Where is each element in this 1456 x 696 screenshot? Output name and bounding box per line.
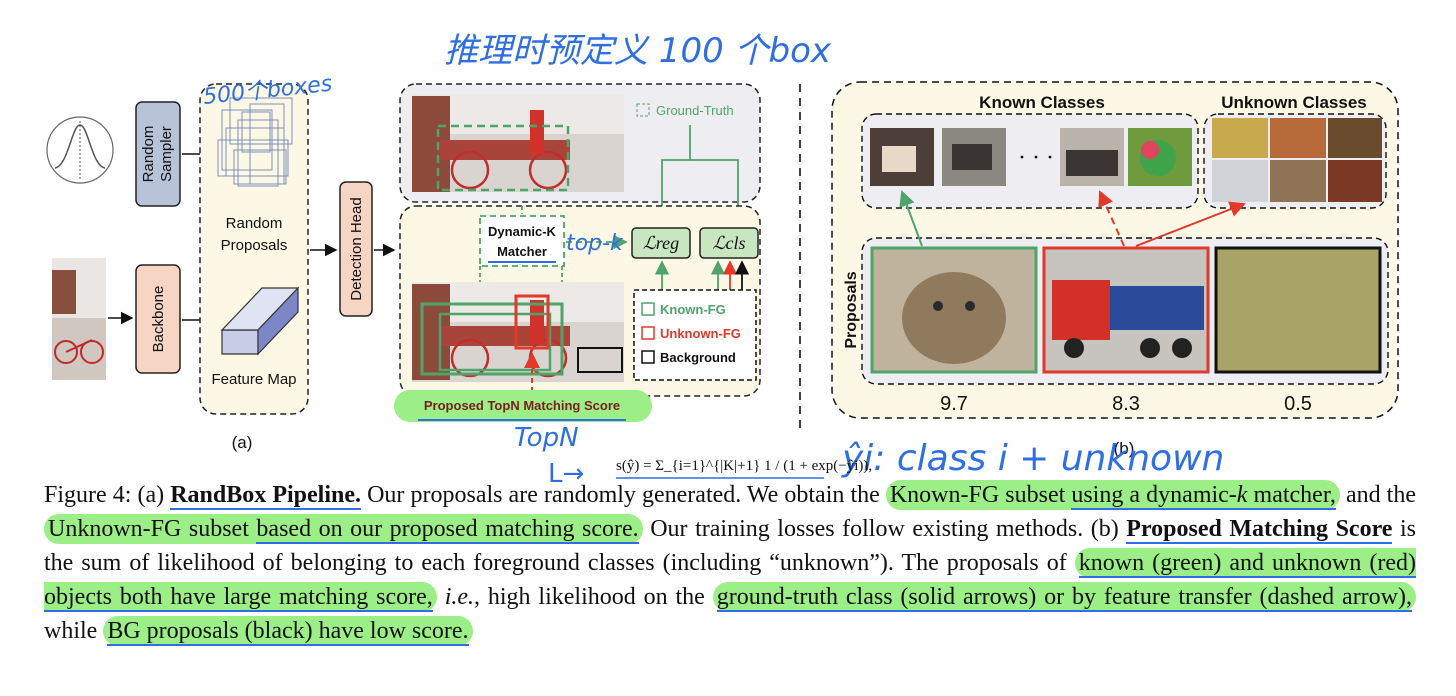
- loss-reg-box: [631, 227, 691, 259]
- feature-map-cuboid: [220, 286, 300, 356]
- topn-score-label: Proposed TopN Matching Score: [424, 398, 620, 413]
- gaussian-icon: [46, 116, 114, 184]
- topn-highlight: [394, 390, 652, 422]
- gt-legend-swatch: [636, 103, 650, 117]
- panel-a: Random Sampler Backbone Random Proposal: [46, 83, 761, 452]
- caption-randbox-pipeline: RandBox Pipeline.: [170, 482, 361, 510]
- gt-box: [436, 124, 570, 192]
- background-box: [577, 347, 623, 373]
- score-cat: 9.7: [940, 393, 968, 415]
- caption-text-1: Our proposals are randomly generated. We…: [361, 482, 886, 508]
- ground-truth-label: Ground-Truth: [656, 103, 734, 118]
- caption-known-fg: Known-FG subset using a dynamic-k matche…: [885, 480, 1340, 510]
- figure-caption: Figure 4: (a) RandBox Pipeline. Our prop…: [44, 478, 1416, 648]
- detection-head-box: [339, 181, 373, 317]
- caption-text-2: and the: [1339, 482, 1416, 508]
- legend-background: Background: [660, 350, 736, 365]
- random-sampler-label-1: Random: [140, 126, 157, 183]
- proposal-truck: [1042, 246, 1210, 374]
- matcher-label-2: Matcher: [497, 244, 547, 259]
- caption-space: [437, 584, 445, 610]
- input-image: [52, 258, 106, 380]
- backbone-box: [135, 264, 181, 374]
- known-fg-box-1: [420, 302, 564, 376]
- detection-head-label: Detection Head: [348, 197, 365, 300]
- caption-text-3: Our training losses follow existing meth…: [642, 516, 1127, 542]
- panel-b: Known Classes Unknown Classes · · · Prop…: [831, 81, 1399, 458]
- dynamic-k-matcher-box: [479, 215, 565, 267]
- caption-bg-proposals: BG proposals (black) have low score.: [103, 616, 473, 646]
- legend-known-fg: Known-FG: [660, 302, 726, 317]
- ellipsis: · · ·: [1018, 145, 1054, 171]
- random-proposals-graphic: [217, 97, 293, 187]
- score-truck: 8.3: [1112, 393, 1140, 415]
- matcher-label-1: Dynamic-K: [488, 224, 557, 239]
- hand-topk-note: top-k: [566, 231, 624, 256]
- panel-a-label: (a): [232, 433, 253, 452]
- hand-topn-note: TopN: [514, 423, 579, 453]
- random-sampler-label-2: Sampler: [158, 126, 175, 182]
- hand-yhat-note: ŷi: class i + unknown: [841, 438, 1224, 479]
- score-grass: 0.5: [1284, 393, 1312, 415]
- unknown-thumbs: [1212, 118, 1382, 202]
- caption-text-5: , high likelihood on the: [474, 584, 713, 610]
- feature-map-label: Feature Map: [211, 371, 296, 388]
- unknown-fg-box: [514, 294, 550, 350]
- loss-cls-box: [699, 227, 759, 259]
- backbone-label: Backbone: [150, 286, 167, 353]
- bike-image-bottom: [412, 282, 624, 382]
- bike-image-top: [412, 94, 624, 192]
- caption-proposed-matching-score: Proposed Matching Score: [1126, 516, 1393, 544]
- hand-top-note: 推理时预定义 100 个box: [444, 31, 832, 71]
- legend-unknown-fg: Unknown-FG: [660, 326, 741, 341]
- caption-prefix: Figure 4: (a): [44, 482, 171, 508]
- hand-arrow: L→: [548, 459, 584, 489]
- caption-ground-truth: ground-truth class (solid arrows) or by …: [712, 582, 1416, 612]
- loss-reg-label: ℒreg: [643, 233, 679, 253]
- caption-text-4: is the sum of likelihood of belonging to…: [44, 516, 1417, 576]
- proposal-grass: [1214, 246, 1382, 374]
- matching-score-formula: s(ŷ) = Σ_{i=1}^{|K|+1} 1 / (1 + exp(−ŷi)…: [616, 458, 872, 474]
- random-proposals-label-2: Proposals: [221, 237, 288, 254]
- caption-unknown-fg: Unknown-FG subset based on our proposed …: [44, 514, 643, 544]
- loss-cls-label: ℒcls: [713, 233, 746, 253]
- panel-b-label: (b): [1114, 439, 1135, 458]
- random-sampler-box: [135, 101, 181, 207]
- known-fg-box-2: [438, 312, 552, 372]
- unknown-classes-title: Unknown Classes: [1221, 93, 1367, 112]
- caption-text-6: while: [44, 618, 104, 644]
- known-classes-title: Known Classes: [979, 93, 1105, 112]
- proposals-label: Proposals: [843, 271, 860, 348]
- random-proposals-label-1: Random: [226, 215, 283, 232]
- caption-ie: i.e.: [444, 584, 475, 610]
- proposal-cat: [870, 246, 1038, 374]
